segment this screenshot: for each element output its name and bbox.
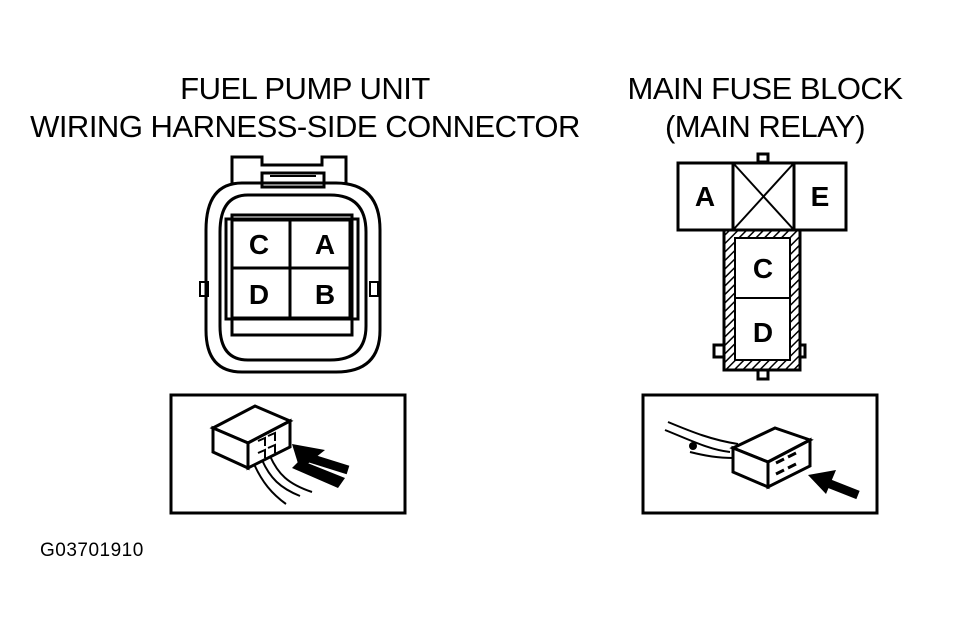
- inset-frame-right: [641, 393, 879, 515]
- pin-label-d: D: [249, 279, 269, 310]
- fuel-pump-connector-title: FUEL PUMP UNIT WIRING HARNESS-SIDE CONNE…: [20, 70, 590, 146]
- connector-inner-rim: [218, 193, 368, 362]
- terminal-label-a: A: [695, 181, 715, 212]
- inset-frame-left: [169, 393, 407, 515]
- title-line-2: (MAIN RELAY): [664, 109, 866, 144]
- pin-cell-d: [230, 266, 292, 320]
- relay-insertion-icon: [641, 393, 879, 515]
- main-fuse-block-title: MAIN FUSE BLOCK (MAIN RELAY): [590, 70, 940, 146]
- pin-label-b: B: [315, 279, 335, 310]
- arrow-head-right: [808, 470, 836, 494]
- connector-insertion-icon: [169, 393, 407, 515]
- title-line-2: WIRING HARNESS-SIDE CONNECTOR: [30, 109, 580, 144]
- pin-label-a: A: [315, 229, 335, 260]
- side-bump-left: [199, 281, 209, 297]
- pin-label-c: C: [249, 229, 269, 260]
- title-line-1: MAIN FUSE BLOCK: [627, 71, 904, 106]
- relay-plug-face: [766, 437, 812, 490]
- pin-cell-a: [288, 218, 352, 270]
- terminal-c: [734, 237, 791, 299]
- plug-face: [246, 418, 292, 471]
- main-relay-terminals: [676, 152, 848, 381]
- terminal-label-e: E: [811, 181, 830, 212]
- figure-id: G03701910: [40, 540, 144, 561]
- title-line-1: FUEL PUMP UNIT: [180, 71, 430, 106]
- pin-cell-b: [288, 266, 352, 320]
- connector-outer-shell: [204, 181, 382, 374]
- relay-tab-top: [756, 152, 770, 164]
- terminal-label-c: C: [753, 253, 773, 284]
- terminal-d: [734, 297, 791, 361]
- terminal-a: [676, 161, 735, 232]
- terminal-e: [792, 161, 848, 232]
- connector-latch: [230, 155, 348, 183]
- side-bump-right: [369, 281, 379, 297]
- terminal-label-d: D: [753, 317, 773, 348]
- latch-slot: [260, 171, 326, 189]
- fuel-pump-connector: [199, 155, 382, 374]
- pin-cell-c: [230, 218, 292, 270]
